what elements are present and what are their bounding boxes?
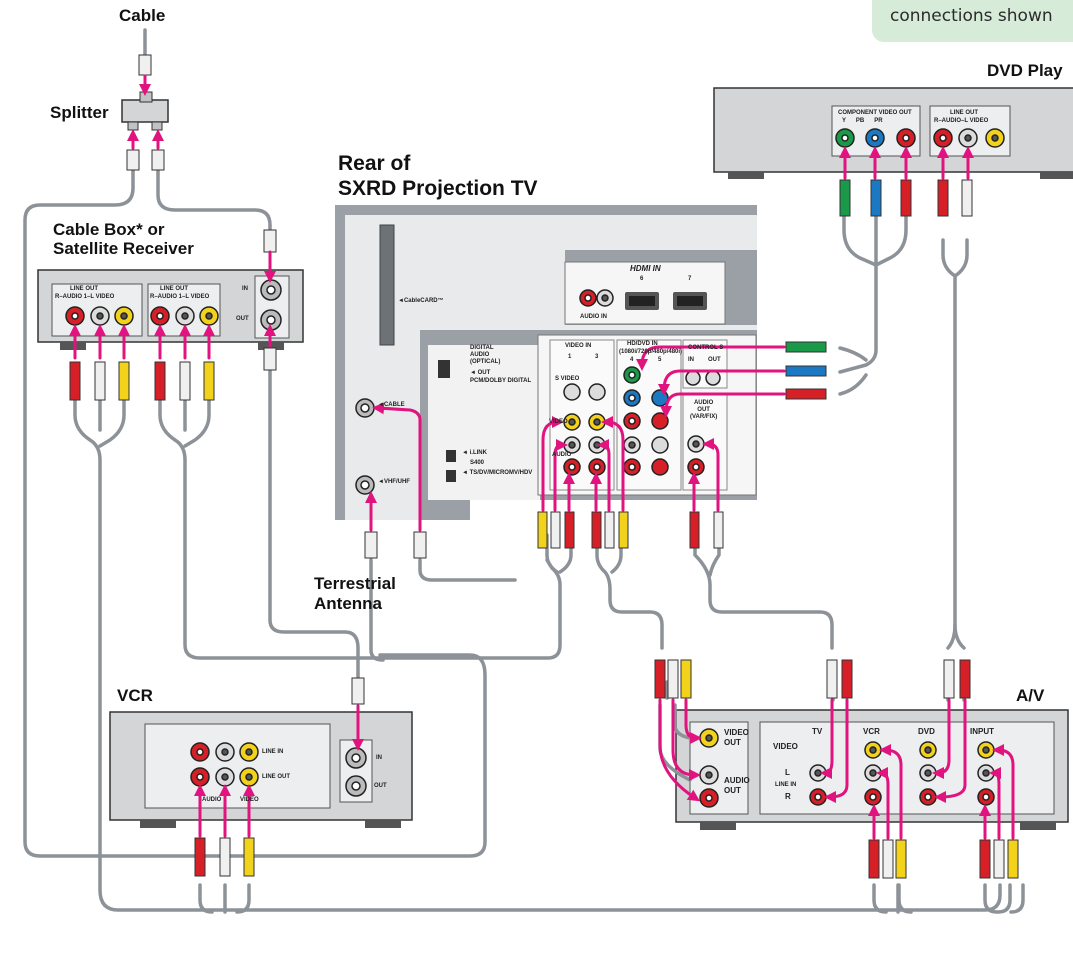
signal-arrows (69, 74, 1015, 840)
tv-digital-audio-label: DIGITAL AUDIO (OPTICAL) (470, 345, 501, 365)
tv-rear-label-line1: Rear of (338, 152, 411, 175)
cable-label: Cable (119, 6, 166, 25)
cable-box-out-label: OUT (236, 316, 249, 322)
splitter-label: Splitter (50, 103, 109, 122)
terrestrial-antenna-label-line1: Terrestrial (314, 574, 396, 593)
tv-hddvd-sub-label: (1080i/720p/480p/480i) (619, 349, 683, 355)
dvd-player-label: DVD Play (987, 61, 1063, 80)
vcr-in-label: IN (376, 755, 382, 761)
vcr-video-label: VIDEO (240, 797, 259, 803)
tv-s400-label: S400 (470, 460, 485, 466)
av-audio-out-label: AUDIO OUT (724, 776, 750, 795)
plugs (69, 54, 1019, 879)
av-vcr-label: VCR (863, 727, 880, 736)
callout-note: connections shown (872, 0, 1073, 42)
tv-video-label: VIDEO (549, 419, 568, 425)
cable-box-label-line2: Satellite Receiver (53, 239, 194, 258)
tv-optical-out-label: ◄ OUT (470, 370, 491, 376)
terrestrial-antenna-label-line2: Antenna (314, 594, 382, 613)
av-input-label: INPUT (970, 727, 994, 736)
vcr-label: VCR (117, 686, 153, 705)
av-l-label: L (785, 768, 790, 777)
dvd-line-out-label: LINE OUT (950, 110, 978, 116)
tv-tsdv-label: ◄ TS/DV/MICROMV/HDV (462, 470, 533, 476)
tv-audio-label: AUDIO (552, 452, 572, 458)
tv-rear-label-line2: SXRD Projection TV (338, 177, 538, 200)
tv-s-video-label: S VIDEO (555, 376, 580, 382)
tv-control-s-label: CONTROL S (688, 345, 724, 351)
tv-audio-out-label: AUDIO OUT (VAR/FIX) (690, 400, 718, 420)
av-video-out-label: VIDEO OUT (724, 728, 749, 747)
splitter-device (121, 91, 169, 131)
vcr-audio-label: AUDIO (202, 797, 222, 803)
tv-vhfuhf-label: ◄VHF/UHF (378, 479, 410, 485)
dvd-line-out-sub-label: R–AUDIO–L VIDEO (934, 118, 989, 124)
dvd-player-device (713, 87, 1073, 179)
av-tv-label: TV (812, 727, 823, 736)
cable-box-line-out-1-sub: R–AUDIO 1–L VIDEO (55, 294, 115, 300)
tv-control-s-in-label: IN (688, 357, 694, 363)
jacks (65, 128, 1005, 808)
cable-box-line-out-2: LINE OUT (160, 286, 188, 292)
av-line-in-label: LINE IN (775, 782, 797, 788)
tv-cable-input-label: ◄CABLE (378, 402, 405, 408)
av-receiver-label: A/V (1016, 686, 1045, 705)
tv-pcm-label: PCM/DOLBY DIGITAL (470, 378, 532, 384)
vcr-device (109, 711, 413, 828)
tv-hddvd-label: HD/DVD IN (627, 341, 658, 347)
cable-box-line-out-2-sub: R–AUDIO 1–L VIDEO (150, 294, 210, 300)
cable-box-in-label: IN (242, 286, 248, 292)
av-video-label: VIDEO (773, 742, 798, 751)
dvd-component-sub-label: Y PB PR (842, 118, 883, 124)
tv-hdmi-6-label: 6 (640, 276, 644, 282)
av-r-label: R (785, 792, 791, 801)
vcr-line-in-label: LINE IN (262, 749, 284, 755)
tv-hddvd-4-label: 4 (630, 357, 634, 363)
av-dvd-label: DVD (918, 727, 935, 736)
vcr-out-label: OUT (374, 783, 387, 789)
tv-video-in-3-label: 3 (595, 354, 599, 360)
tv-control-s-out-label: OUT (708, 357, 721, 363)
tv-video-in-1-label: 1 (568, 354, 572, 360)
cable-box-line-out-1: LINE OUT (70, 286, 98, 292)
tv-cablecard-label: ◄CableCARD™ (398, 298, 444, 304)
tv-audio-in-label: AUDIO IN (580, 314, 607, 320)
callout-note-text: connections shown (890, 6, 1053, 26)
vcr-line-out-label: LINE OUT (262, 774, 290, 780)
tv-ilink-label: ◄ i.LINK (462, 450, 487, 456)
tv-hdmi-label: HDMI IN (630, 264, 661, 273)
av-receiver-device (675, 709, 1069, 830)
tv-hddvd-5-label: 5 (658, 357, 662, 363)
cable-box-label-line1: Cable Box* or (53, 220, 165, 239)
cable-wires (23, 28, 1025, 914)
tv-hdmi-7-label: 7 (688, 276, 692, 282)
dvd-component-label: COMPONENT VIDEO OUT (838, 110, 912, 116)
tv-video-in-label: VIDEO IN (565, 343, 592, 349)
